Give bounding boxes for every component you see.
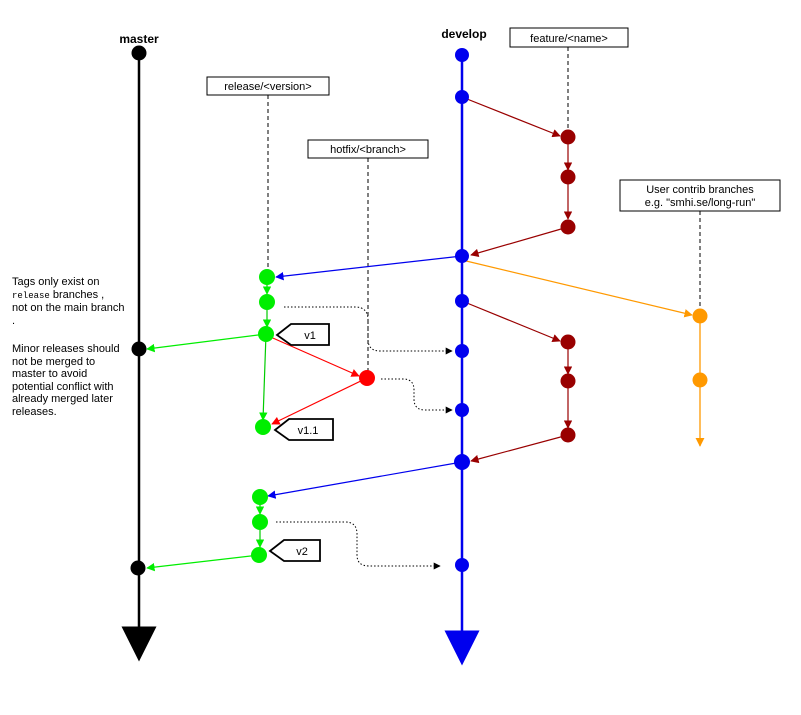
feature-fork-edge [461, 96, 561, 138]
feature-branch-label-text: feature/<name> [530, 33, 608, 45]
develop-commit [455, 294, 469, 308]
release-branch-label: release/<version> [206, 76, 330, 275]
release2-fork-edge [267, 461, 463, 499]
release-commit [259, 294, 275, 310]
feature-merge-edge [470, 226, 569, 257]
tags-note-part-c: not on the main branch . [12, 302, 125, 327]
release2-master-merge-edge [146, 554, 260, 572]
master-commit [131, 45, 147, 61]
master-commit [131, 341, 147, 357]
master-branch-title: master [119, 32, 159, 46]
tags-note-part-b: branches , [49, 288, 105, 301]
hotfix-merge-edge [271, 377, 368, 425]
tag-v1-1: v1.1 [273, 418, 334, 441]
release-commit [258, 326, 274, 342]
user-contrib-commit [692, 308, 708, 324]
develop-commit [455, 344, 469, 358]
user-contrib-label-line1: User contrib branches [646, 184, 754, 196]
hotfix-fork-edge [265, 334, 360, 377]
tags-note: Tags only exist on release branches , no… [12, 276, 130, 327]
user-contrib-label: User contrib branches e.g. "smhi.se/long… [619, 179, 781, 314]
release-commit [252, 514, 268, 530]
feature2-fork-edge [461, 300, 561, 343]
feature-commit [560, 334, 576, 350]
tag-v2-label: v2 [296, 546, 308, 558]
user-contrib-commit [692, 372, 708, 388]
tags-note-text: Tags only exist on release branches , no… [12, 276, 130, 327]
user-contrib-label-line2: e.g. "smhi.se/long-run" [645, 197, 756, 209]
minor-releases-note: Minor releases should not be merged to m… [12, 343, 124, 418]
tag-v1: v1 [275, 323, 330, 346]
release1-fork-edge [275, 255, 463, 281]
release-commit [251, 547, 267, 563]
feature-commit [560, 129, 576, 145]
release1-master-merge-edge [146, 333, 267, 353]
release1-edge-3 [259, 333, 268, 421]
develop-commit [455, 558, 469, 572]
release-branch-label-text: release/<version> [224, 81, 311, 93]
tags-note-part-a: Tags only exist on [12, 276, 100, 288]
release-commit [259, 269, 275, 285]
tag-v1-label: v1 [304, 330, 316, 342]
feature-commit [560, 219, 576, 235]
develop-commit [455, 249, 469, 263]
hotfix-branch-label-text: hotfix/<branch> [330, 144, 406, 156]
tag-v2: v2 [268, 539, 321, 562]
develop-branch-title: develop [441, 27, 486, 41]
minor-releases-note-text: Minor releases should not be merged to m… [12, 343, 120, 418]
release-commit [255, 419, 271, 435]
user-contrib-fork-edge [461, 259, 693, 318]
feature-branch-label: feature/<name> [509, 27, 629, 136]
develop-commit [455, 90, 469, 104]
hotfix-commit [359, 370, 375, 386]
feature-commit [560, 373, 576, 389]
feature-commit [560, 427, 576, 443]
master-commit [130, 560, 146, 576]
feature2-merge-edge [470, 434, 569, 464]
develop-commit [455, 403, 469, 417]
tags-note-code: release [12, 290, 50, 301]
release2-develop-mergeback [276, 521, 441, 570]
develop-commit [454, 454, 470, 470]
feature-commit [560, 169, 576, 185]
tag-v1-1-label: v1.1 [298, 425, 319, 437]
release-commit [252, 489, 268, 505]
develop-commit [455, 48, 469, 62]
hotfix-develop-mergeback [381, 378, 453, 414]
